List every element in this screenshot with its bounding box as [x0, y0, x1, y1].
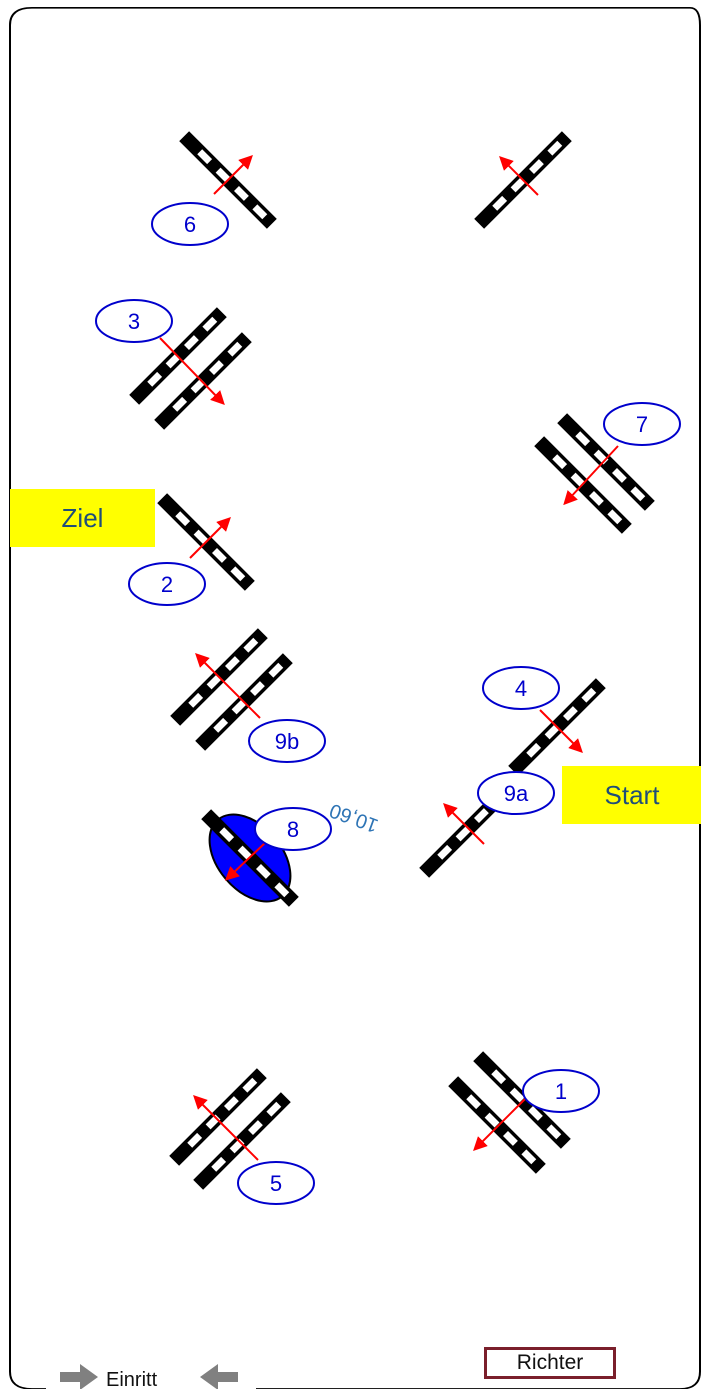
svg-text:1: 1 — [555, 1079, 567, 1104]
obstacle-3: 3 — [95, 299, 252, 430]
obstacle-8: 8 — [201, 807, 332, 907]
entry-arrow-right-icon — [60, 1364, 98, 1389]
obstacle-number-1 — [522, 1069, 600, 1113]
svg-text:2: 2 — [161, 572, 173, 597]
svg-text:5: 5 — [270, 1171, 282, 1196]
obstacle-4: 4 — [482, 666, 606, 776]
entry-arrow-left-icon — [200, 1364, 238, 1389]
svg-text:9b: 9b — [275, 729, 299, 754]
obstacle-number-5 — [237, 1161, 315, 1205]
obstacle-number-9a — [477, 771, 555, 815]
obstacle-number-4 — [482, 666, 560, 710]
finish-label: Ziel — [10, 489, 155, 547]
start-label: Start — [562, 766, 701, 824]
obstacle-number-8 — [254, 807, 332, 851]
obstacle-2: 2 — [128, 493, 255, 606]
svg-text:8: 8 — [287, 817, 299, 842]
obstacle-number-3 — [95, 299, 173, 343]
judge-box: Richter — [484, 1347, 616, 1379]
arena-border — [9, 7, 701, 1389]
svg-text:7: 7 — [636, 412, 648, 437]
entrance: Einritt — [60, 1364, 238, 1389]
obstacle-number-2 — [128, 562, 206, 606]
entrance-label: Einritt — [106, 1369, 158, 1389]
svg-text:9a: 9a — [504, 781, 529, 806]
obstacle-9b: 9b — [170, 628, 326, 763]
svg-text:6: 6 — [184, 212, 196, 237]
obstacle-unnumbered — [474, 131, 572, 229]
svg-text:3: 3 — [128, 309, 140, 334]
obstacle-1: 1 — [448, 1051, 600, 1174]
obstacle-7: 7 — [534, 402, 681, 534]
obstacle-9a: 9a — [419, 771, 555, 878]
obstacle-number-6 — [151, 202, 229, 246]
obstacle-number-9b — [248, 719, 326, 763]
obstacle-5: 5 — [169, 1068, 315, 1205]
distance-label: 10,60 — [327, 799, 382, 837]
svg-text:4: 4 — [515, 676, 527, 701]
obstacle-number-7 — [603, 402, 681, 446]
obstacle-6: 6 — [151, 131, 277, 246]
